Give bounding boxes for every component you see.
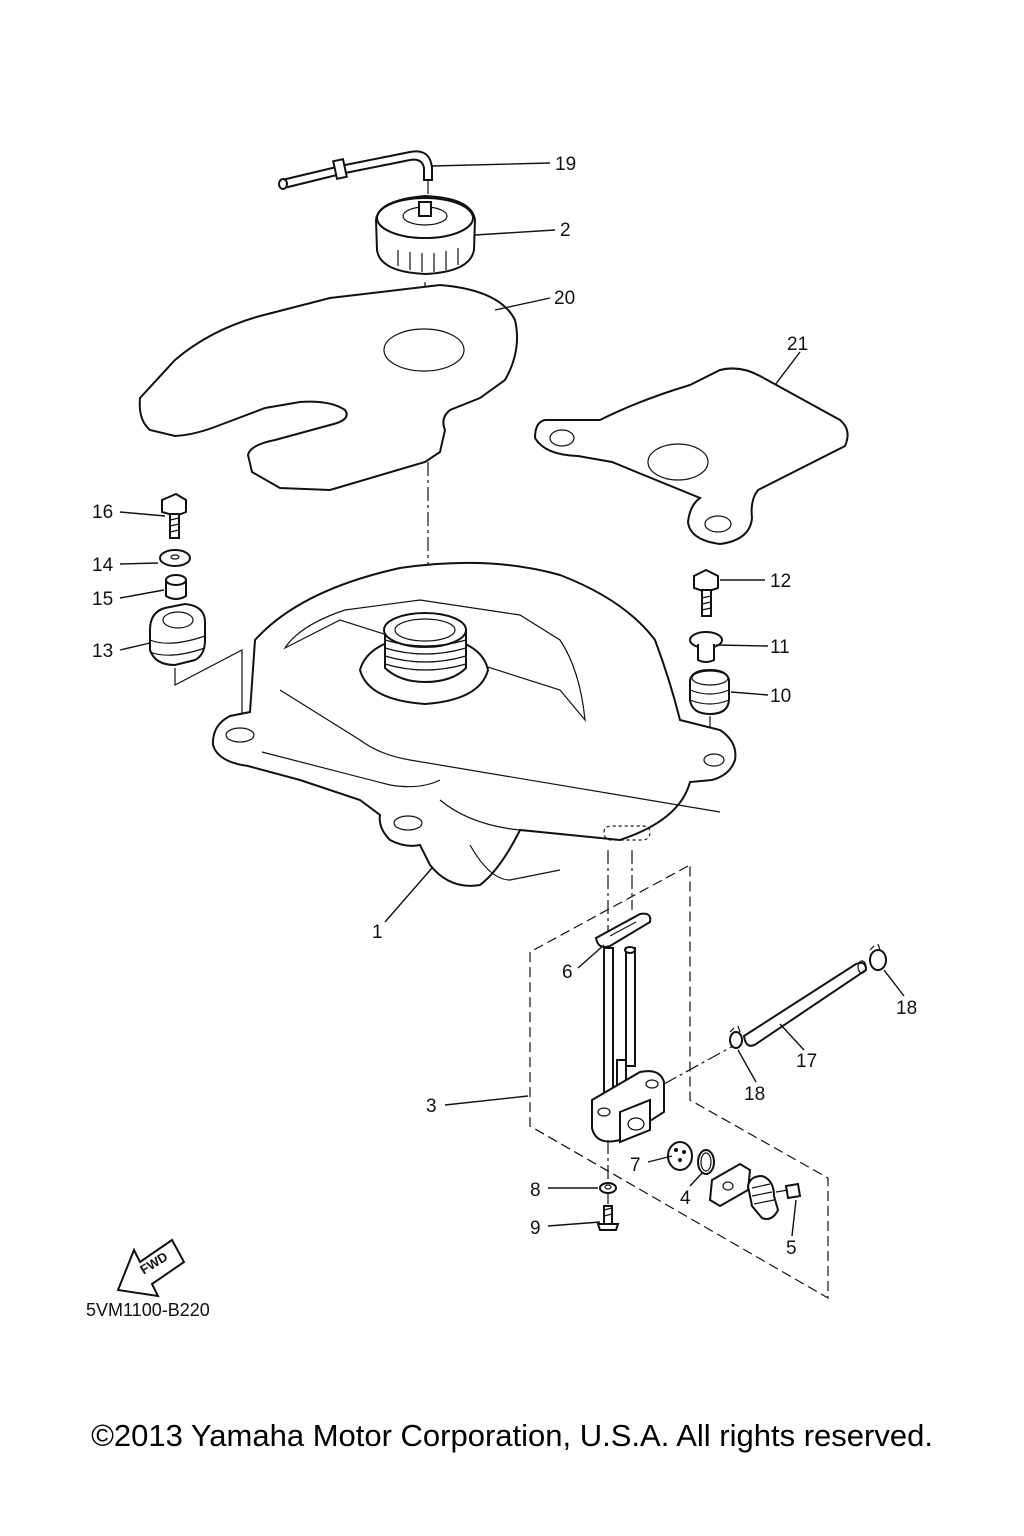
plate-part-5-assembly	[708, 1162, 802, 1220]
callout-9: 9	[530, 1218, 541, 1239]
callout-1: 1	[372, 922, 383, 943]
collar-part-11	[689, 631, 723, 663]
callout-2: 2	[560, 220, 571, 241]
callout-17: 17	[796, 1051, 817, 1072]
callout-13: 13	[92, 641, 113, 662]
callout-labels: 1 2 3 4 5 6 7 8 9 10 11 12 13 14 15 16 1…	[92, 154, 917, 1259]
drawing-code: 5VM1100-B220	[86, 1300, 210, 1320]
damper-part-13	[149, 602, 206, 667]
callout-15: 15	[92, 589, 113, 610]
fwd-arrow-icon: FWD	[116, 1238, 186, 1298]
fuel-cock-assembly-frame	[529, 865, 829, 1300]
clip-part-18-upper	[869, 943, 887, 971]
washer-part-14	[159, 549, 191, 567]
copyright-notice: ©2013 Yamaha Motor Corporation, U.S.A. A…	[91, 1418, 933, 1453]
collar-part-15	[165, 574, 187, 600]
fuel-tank-part-1	[211, 561, 737, 887]
washer-part-8	[599, 1182, 617, 1194]
callout-3: 3	[426, 1096, 437, 1117]
gasket-part-6	[594, 912, 652, 948]
callout-6: 6	[562, 962, 573, 983]
callout-21: 21	[787, 334, 808, 355]
callout-7: 7	[630, 1155, 641, 1176]
clip-part-18-lower	[729, 1025, 743, 1049]
callout-4: 4	[680, 1188, 691, 1209]
callout-19: 19	[555, 154, 576, 175]
callout-11: 11	[770, 637, 790, 658]
screw-part-9	[596, 1205, 620, 1231]
callout-8: 8	[530, 1180, 541, 1201]
seal-part-7	[667, 1141, 693, 1171]
mount-leader-left	[174, 649, 243, 720]
plate-part-21	[533, 367, 849, 546]
fuel-cock-body-part-3	[591, 946, 665, 1144]
callout-12: 12	[770, 571, 791, 592]
callout-16: 16	[92, 502, 113, 523]
fuel-cap-part-2	[374, 194, 477, 345]
callout-18-lower: 18	[744, 1084, 765, 1105]
fuel-hose-part-17	[663, 960, 868, 1085]
callout-10: 10	[770, 686, 791, 707]
leader-lines	[119, 162, 905, 1237]
callout-5: 5	[786, 1238, 797, 1259]
breather-hose-part-19	[278, 150, 433, 210]
callout-18-upper: 18	[896, 998, 917, 1019]
bolt-part-12	[693, 568, 719, 617]
bolt-part-16	[161, 492, 187, 539]
callout-14: 14	[92, 555, 114, 576]
callout-20: 20	[554, 288, 575, 309]
o-ring-part-4	[697, 1149, 715, 1175]
